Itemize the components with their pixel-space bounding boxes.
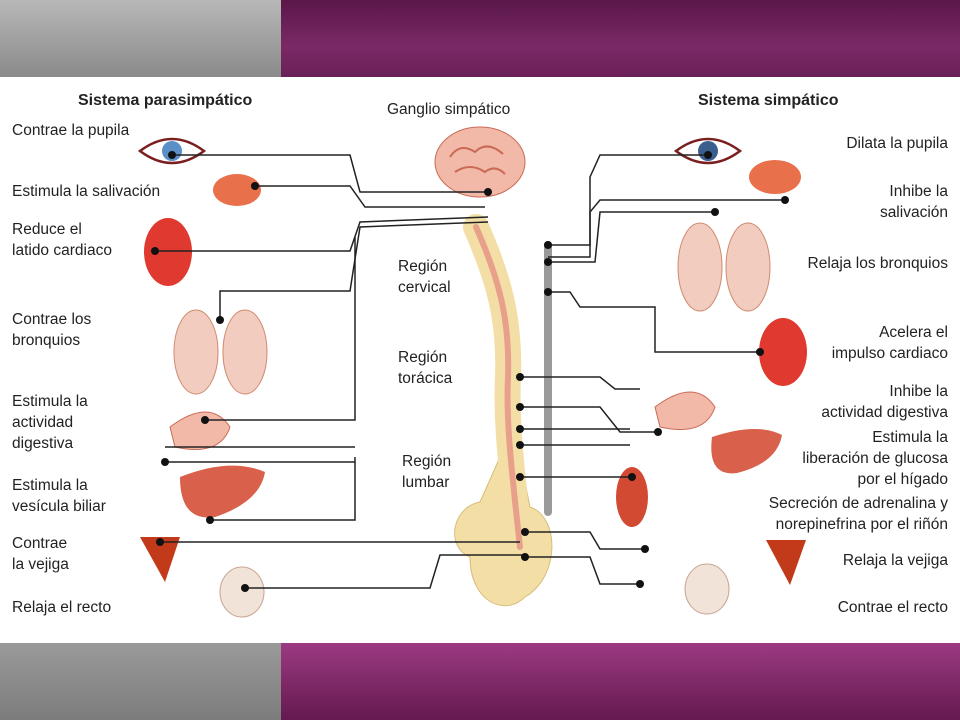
right-label-bladder: Relaja la vejiga (842, 552, 948, 569)
salivary-gland-left (213, 174, 261, 206)
right-label-bronchi: Relaja los bronquios (807, 255, 948, 272)
kidney-right (616, 467, 648, 527)
right-label-salivation: Inhibe la salivación (879, 183, 948, 221)
salivary-gland-right (749, 160, 801, 194)
center-label-cervical: Región cervical (398, 258, 451, 296)
liver-right (711, 428, 782, 474)
center-label-lumbar: Región lumbar (402, 453, 452, 491)
rectum-right (684, 563, 730, 615)
brain (434, 126, 526, 198)
brain-folds (449, 145, 506, 175)
lung-left-b (222, 309, 268, 395)
heart-right (759, 318, 807, 386)
nervous-system-diagram (137, 126, 807, 618)
slide-band-top-left (0, 0, 281, 77)
left-label-salivation: Estimula la salivación (12, 183, 161, 200)
header-parasympathetic: Sistema parasimpático (78, 92, 253, 109)
left-label-bladder: Contrae la vejiga (12, 535, 69, 573)
connection-dots (151, 151, 789, 592)
lung-right-a (677, 222, 723, 312)
left-label-digestive: Estimula la actividad digestiva (12, 393, 88, 452)
slide-band-bottom-right (281, 643, 960, 720)
pelvis (454, 456, 553, 607)
right-label-liver: Estimula la liberación de glucosa por el… (802, 429, 948, 488)
right-label-pupil: Dilata la pupila (846, 135, 948, 152)
parasympathetic-pathways (155, 154, 522, 589)
left-label-heart: Reduce el latido cardiaco (12, 221, 112, 259)
stomach-left (169, 411, 231, 450)
liver-left (180, 465, 265, 518)
lung-left-a (173, 309, 219, 395)
left-organs (137, 137, 268, 618)
left-label-rectum: Relaja el recto (12, 599, 112, 616)
stomach-right (654, 391, 716, 430)
slide-band-top-right (281, 0, 960, 77)
lung-right-b (725, 222, 771, 312)
right-label-digestive: Inhibe la actividad digestiva (821, 383, 948, 421)
right-label-kidney: Secreción de adrenalina y norepinefrina … (768, 495, 948, 533)
left-label-pupil: Contrae la pupila (12, 122, 130, 139)
diagram-panel: Sistema parasimpático Ganglio simpático … (0, 77, 960, 643)
center-label-thoracic: Región torácica (398, 349, 453, 387)
left-label-gallbladder: Estimula la vesícula biliar (12, 477, 106, 515)
bladder-right (766, 540, 806, 585)
left-label-bronchi: Contrae los bronquios (12, 311, 92, 349)
central-body (434, 126, 553, 607)
right-label-heart: Acelera el impulso cardiaco (831, 324, 948, 362)
rectum-left (219, 566, 265, 618)
header-sympathetic: Sistema simpático (698, 92, 839, 109)
spinal-cord (473, 224, 523, 550)
bladder-left (140, 537, 180, 582)
sympathetic-pathways (520, 154, 785, 585)
heart-left (144, 218, 192, 286)
header-ganglion: Ganglio simpático (387, 101, 511, 118)
slide-band-bottom-left (0, 643, 281, 720)
right-label-rectum: Contrae el recto (837, 599, 948, 616)
